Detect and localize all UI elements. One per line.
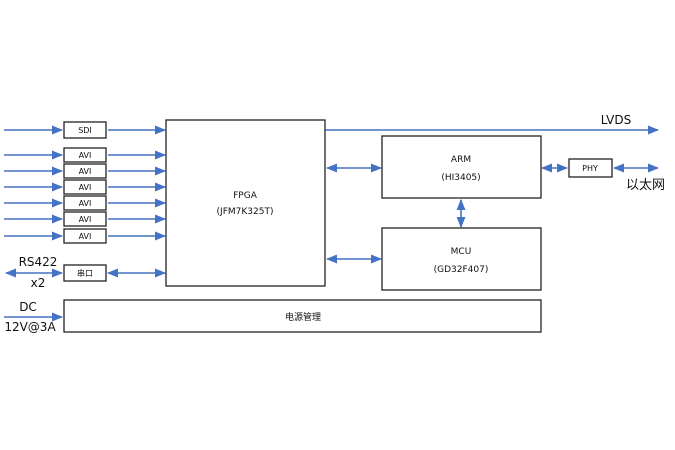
rs422-count-label: x2 — [31, 276, 46, 290]
avi-label-5: AVI — [79, 215, 92, 224]
avi-label-1: AVI — [79, 151, 92, 160]
arm-title: ARM — [451, 155, 471, 165]
avi-block-6: AVI — [63, 228, 107, 244]
fpga-title: FPGA — [233, 191, 258, 201]
avi-label-3: AVI — [79, 183, 92, 192]
dc-rating-label: 12V@3A — [4, 320, 56, 334]
power-management-block: 电源管理 — [63, 299, 542, 333]
avi-label-2: AVI — [79, 167, 92, 176]
avi-block-4: AVI — [63, 195, 107, 211]
phy-block: PHY — [568, 158, 613, 178]
serial-label: 串口 — [77, 269, 93, 278]
mcu-part: (GD32F407) — [434, 265, 489, 275]
rs422-label: RS422 — [19, 255, 58, 269]
fpga-part: (JFM7K325T) — [217, 207, 274, 217]
fpga-block: FPGA (JFM7K325T) — [165, 119, 326, 287]
sdi-block: SDI — [63, 121, 107, 139]
avi-block-1: AVI — [63, 147, 107, 163]
sdi-label: SDI — [78, 126, 92, 135]
power-management-label: 电源管理 — [285, 311, 321, 323]
dc-label: DC — [19, 300, 37, 314]
serial-block: 串口 — [63, 264, 107, 282]
phy-label: PHY — [582, 164, 598, 173]
avi-label-6: AVI — [79, 232, 92, 241]
arm-part: (HI3405) — [441, 173, 480, 183]
avi-block-5: AVI — [63, 211, 107, 227]
mcu-title: MCU — [451, 247, 472, 257]
avi-block-3: AVI — [63, 179, 107, 195]
arm-block: ARM (HI3405) — [381, 135, 542, 199]
avi-label-4: AVI — [79, 199, 92, 208]
mcu-block: MCU (GD32F407) — [381, 227, 542, 291]
ethernet-label: 以太网 — [626, 178, 665, 193]
lvds-label: LVDS — [601, 113, 631, 127]
avi-block-2: AVI — [63, 163, 107, 179]
